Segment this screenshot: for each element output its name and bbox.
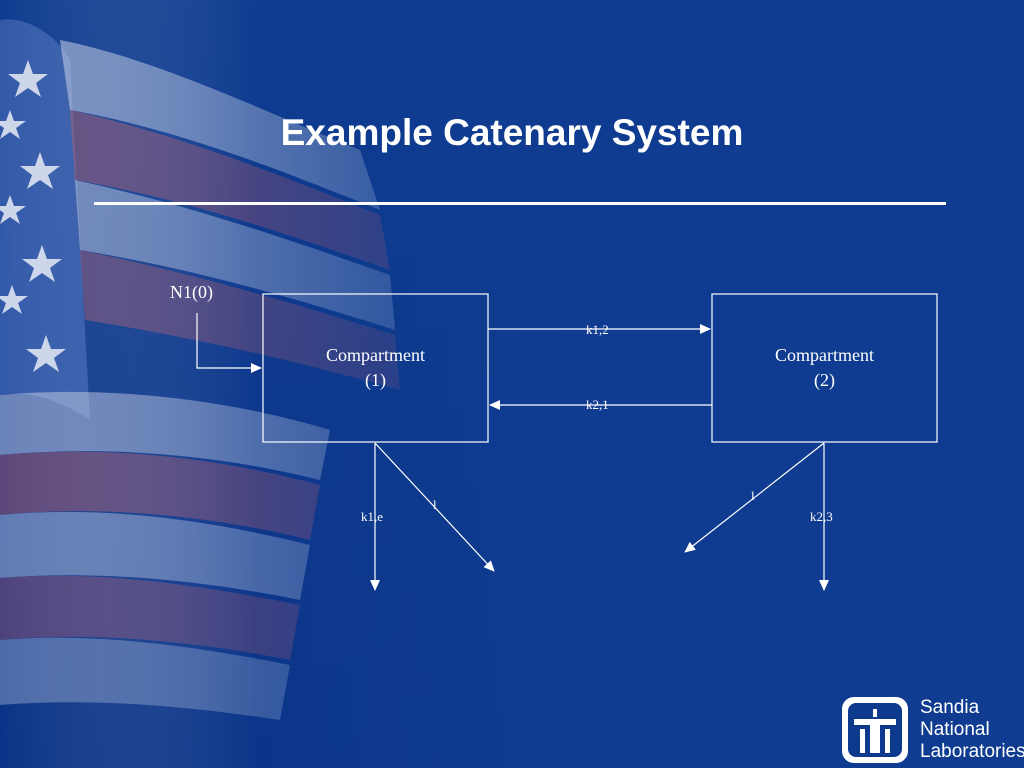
sandia-thunderbird-logo (842, 697, 908, 763)
diagonal-mark-right: l (751, 488, 755, 503)
compartment-1-label: Compartment (1) (263, 343, 488, 393)
rate-label-k12: k1,2 (586, 322, 609, 337)
compartment-1-name: Compartment (326, 345, 425, 365)
compartment-2-label: Compartment (2) (712, 343, 937, 393)
compartment-1-box (262, 293, 489, 443)
rate-label-k23: k2,3 (810, 509, 833, 524)
input-arrow (196, 313, 262, 373)
sandia-logo-text: Sandia National Laboratories (920, 697, 1024, 763)
sandia-logo: Sandia National Laboratories (840, 695, 1024, 768)
title-divider (94, 202, 946, 205)
input-label: N1(0) (170, 282, 213, 302)
arrow-c2-diagonal (684, 442, 825, 553)
logo-line-2: National (920, 719, 990, 740)
slide-title: Example Catenary System (280, 112, 744, 153)
logo-line-3: Laboratories (920, 741, 1024, 762)
logo-line-1: Sandia (920, 697, 980, 718)
compartment-2-number: (2) (814, 370, 835, 390)
compartment-2-name: Compartment (775, 345, 874, 365)
diagonal-mark-left: l (433, 497, 437, 512)
compartment-2-box (711, 293, 938, 443)
rate-label-k21: k2,1 (586, 397, 609, 412)
arrow-c1-diagonal (374, 442, 495, 572)
rate-label-k1e: k1,e (361, 509, 384, 524)
compartment-1-number: (1) (365, 370, 386, 390)
